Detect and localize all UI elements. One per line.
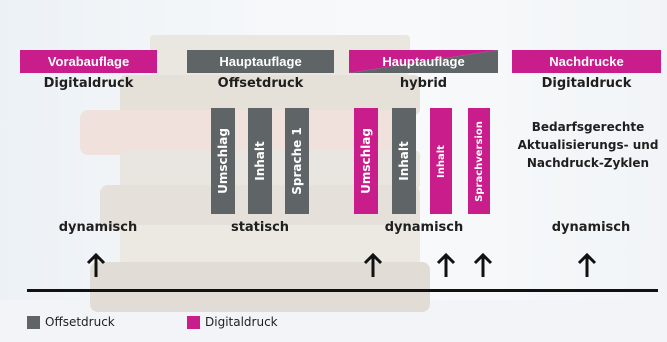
bar-hybrid-inhalt-offset: Inhalt: [392, 108, 416, 214]
nachdruck-description: Bedarfsgerechte Aktualisierungs- und Nac…: [513, 118, 663, 172]
bar-offset-sprache-label: Sprache 1: [290, 127, 305, 195]
header-nachdrucke-label: Nachdrucke: [549, 54, 624, 69]
subtitle-hauptauflage-offset: Offsetdruck: [217, 76, 304, 91]
bar-hybrid-inhalt-digital: Inhalt: [430, 108, 452, 214]
description-line-1: Bedarfsgerechte: [531, 120, 645, 134]
description-line-2: Aktualisierungs- und: [517, 138, 659, 152]
up-arrow-icon: [363, 252, 383, 277]
timeline-axis: [27, 289, 658, 292]
header-hauptauflage-hybrid: Hauptauflage: [349, 50, 498, 73]
split-header-shape: [349, 50, 498, 73]
up-arrow-icon: [86, 252, 106, 277]
bar-hybrid-sprachversion-label: Sprachversion: [473, 120, 485, 202]
mode-vorabauflage: dynamisch: [58, 220, 138, 235]
bar-offset-sprache: Sprache 1: [285, 108, 309, 214]
bar-offset-umschlag-label: Umschlag: [216, 128, 231, 194]
mode-offset: statisch: [230, 220, 290, 235]
bar-offset-inhalt: Inhalt: [248, 108, 272, 214]
legend-label-offset: Offsetdruck: [45, 315, 115, 329]
header-hauptauflage-offset: Hauptauflage: [187, 50, 334, 73]
bar-hybrid-umschlag: Umschlag: [354, 108, 378, 214]
up-arrow-icon: [577, 252, 597, 277]
subtitle-nachdrucke: Digitaldruck: [541, 76, 632, 91]
mode-hybrid: dynamisch: [384, 220, 464, 235]
header-hauptauflage-offset-label: Hauptauflage: [219, 54, 302, 69]
up-arrow-icon: [473, 252, 493, 277]
subtitle-hybrid: hybrid: [399, 76, 448, 91]
mode-nachdrucke: dynamisch: [551, 220, 631, 235]
description-line-3: Nachdruck-Zyklen: [526, 156, 650, 170]
bar-offset-umschlag: Umschlag: [211, 108, 235, 214]
up-arrow-icon: [436, 252, 456, 277]
bar-hybrid-inhalt-digital-label: Inhalt: [435, 144, 447, 178]
subtitle-vorabauflage: Digitaldruck: [43, 76, 134, 91]
header-vorabauflage: Vorabauflage: [20, 50, 157, 73]
bar-hybrid-umschlag-label: Umschlag: [359, 128, 374, 194]
bar-hybrid-sprachversion: Sprachversion: [468, 108, 490, 214]
header-vorabauflage-label: Vorabauflage: [47, 54, 130, 69]
header-hauptauflage-hybrid-label: Hauptauflage: [382, 54, 465, 69]
legend-swatch-offset: [27, 316, 40, 329]
header-nachdrucke: Nachdrucke: [512, 50, 661, 73]
legend-label-digital: Digitaldruck: [205, 315, 278, 329]
legend-swatch-digital: [187, 316, 200, 329]
bar-hybrid-inhalt-offset-label: Inhalt: [397, 141, 411, 181]
bar-offset-inhalt-label: Inhalt: [253, 141, 267, 181]
